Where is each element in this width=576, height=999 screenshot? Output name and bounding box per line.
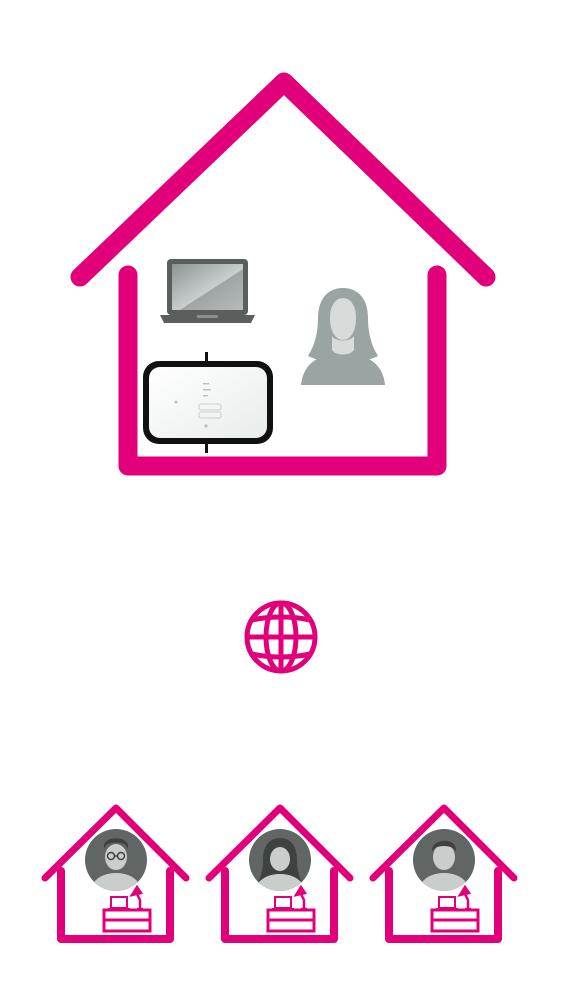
desk-lamp-icon [293, 884, 308, 911]
desk-icon [102, 908, 152, 933]
small-house-icon [205, 804, 354, 943]
desk-icon [266, 908, 316, 933]
small-house-icon [369, 804, 518, 943]
woman-avatar [249, 829, 311, 891]
man-with-glasses-avatar [85, 829, 147, 891]
remote-house-2 [205, 804, 354, 943]
desk-icon [430, 908, 480, 933]
desk-lamp-icon [129, 884, 144, 911]
desk-lamp-icon [457, 884, 472, 911]
small-laptop-icon [436, 896, 458, 910]
router-device-icon [143, 352, 273, 453]
small-laptop-icon [108, 896, 130, 910]
remote-house-1 [41, 804, 190, 943]
main-house [70, 72, 496, 476]
remote-house-3 [369, 804, 518, 943]
small-house-icon [41, 804, 190, 943]
man-avatar [413, 829, 475, 891]
globe-icon [244, 600, 318, 674]
woman-silhouette-icon [301, 288, 385, 385]
house-outline-icon [70, 72, 496, 476]
small-laptop-icon [272, 896, 294, 910]
laptop-icon [160, 259, 255, 323]
